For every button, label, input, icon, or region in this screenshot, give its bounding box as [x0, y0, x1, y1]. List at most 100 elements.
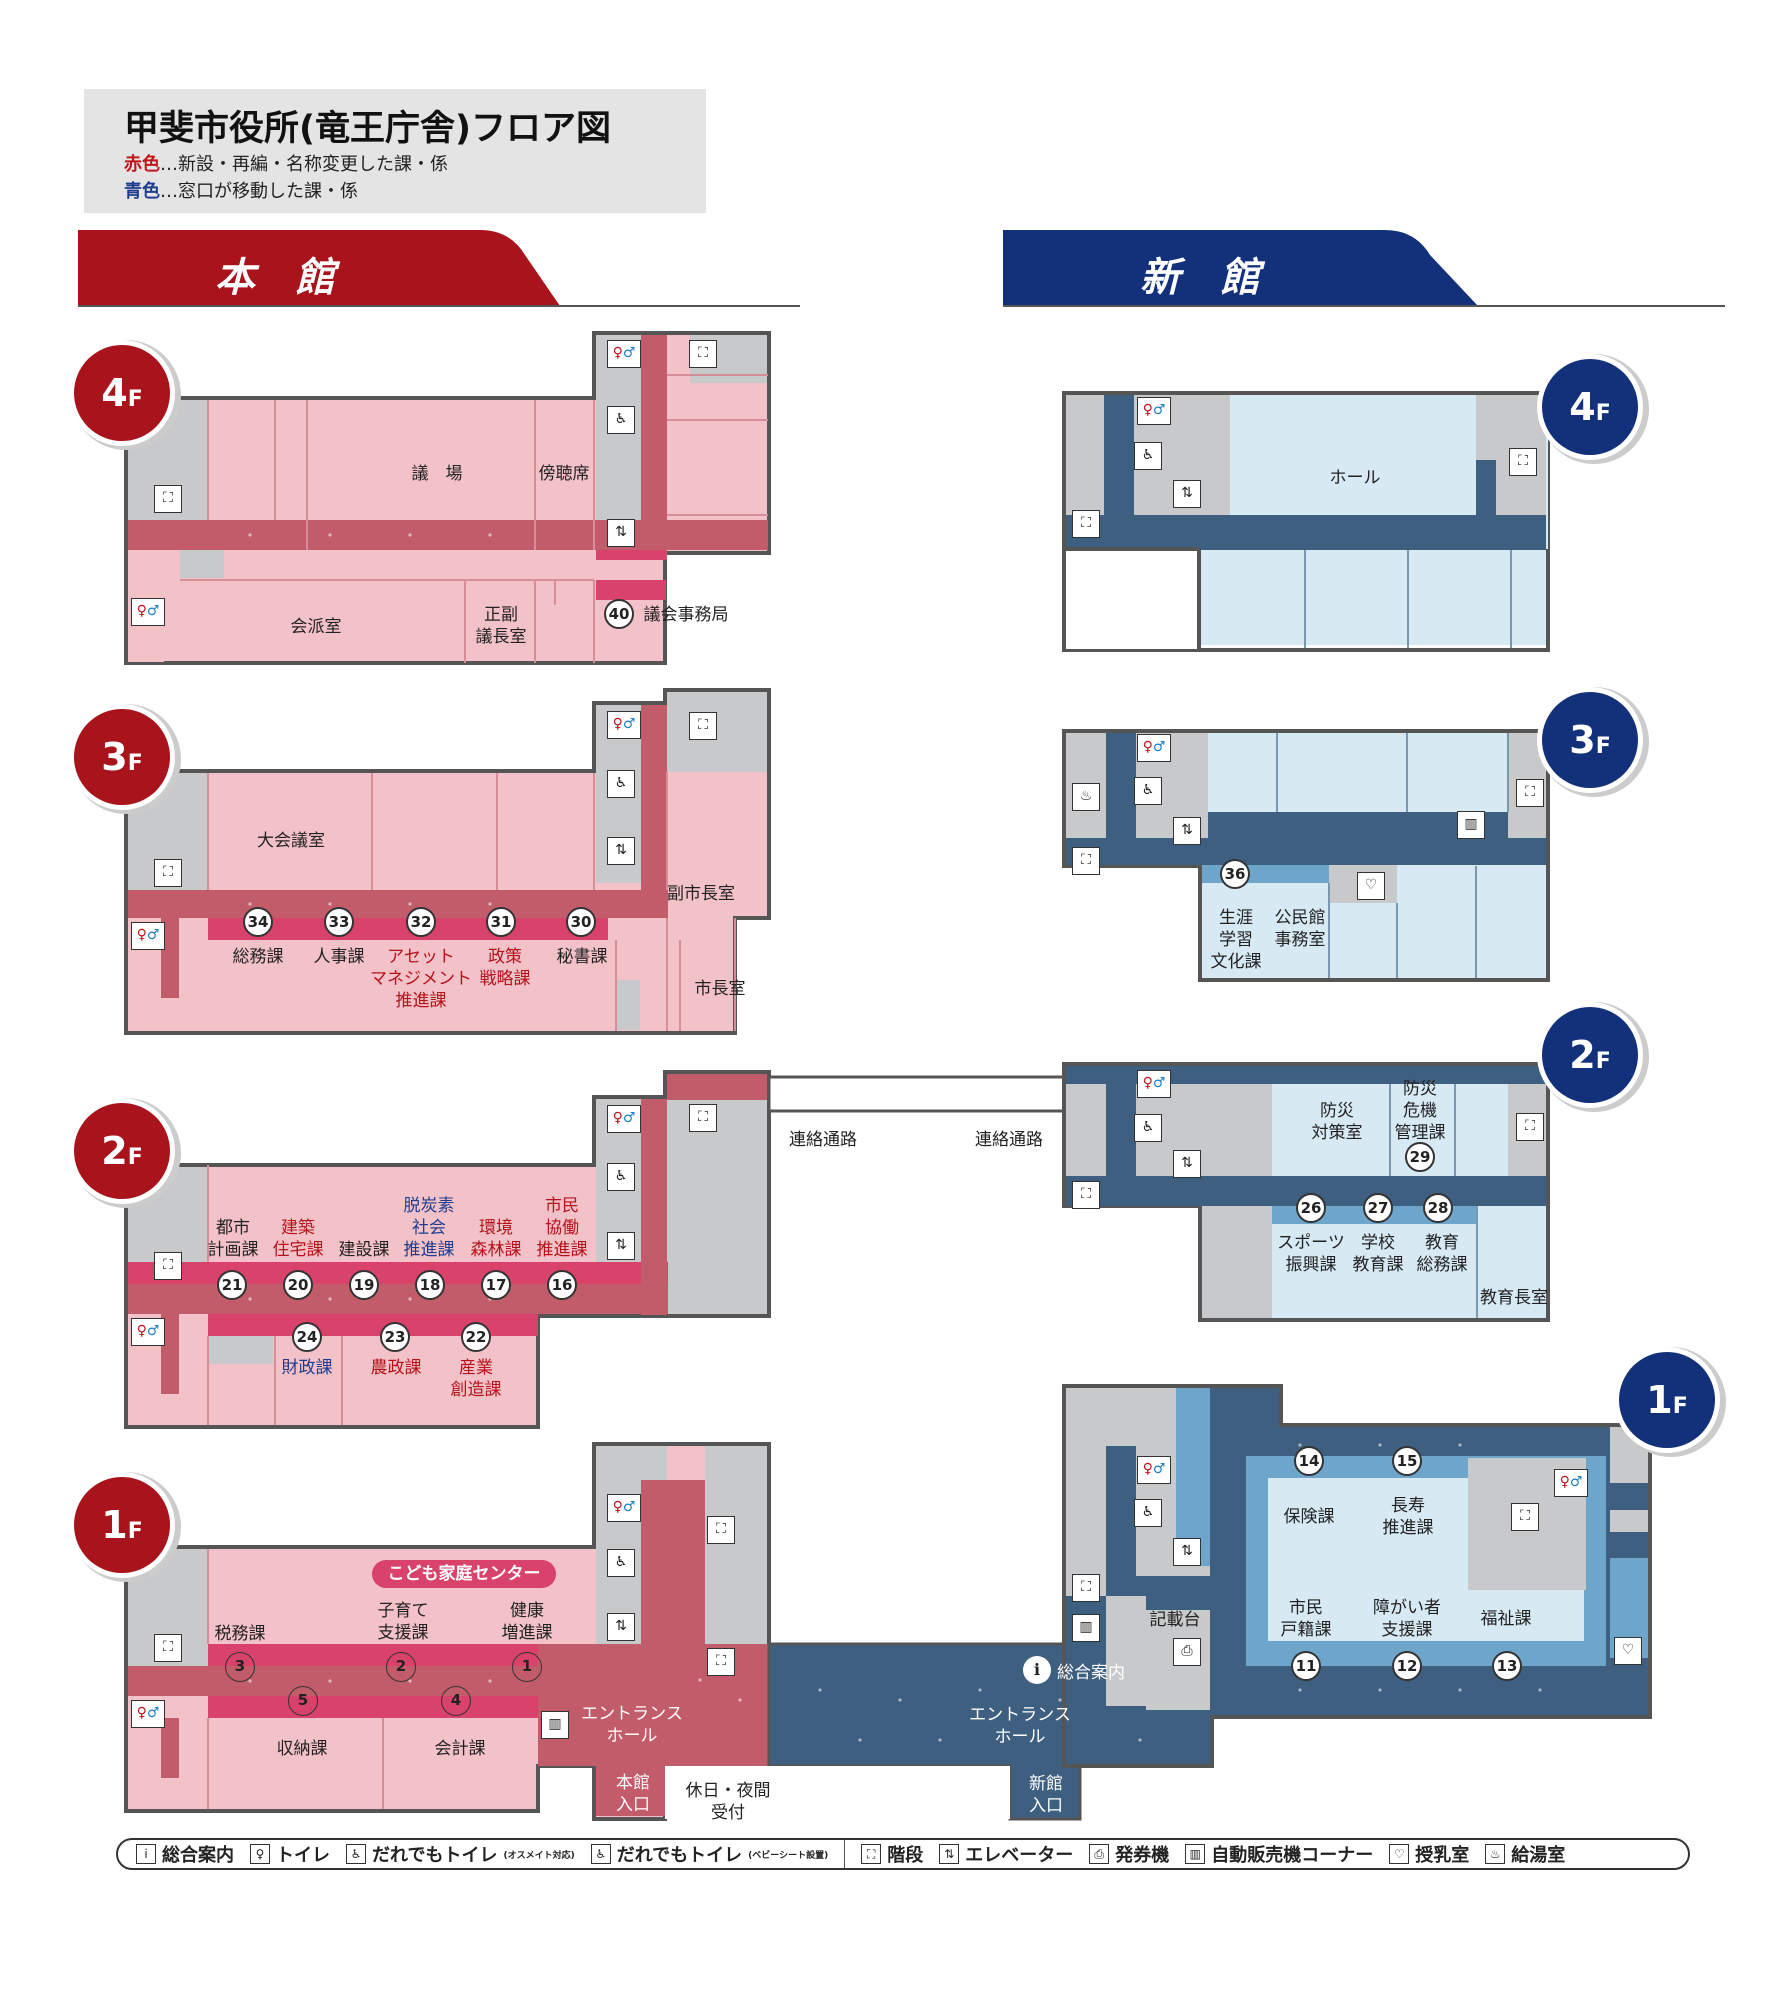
dept-kenchiku-jutaku: 建築 住宅課 — [272, 1218, 324, 1260]
counter-12: 12 — [1392, 1651, 1422, 1681]
ticket-machine-icon: ⎙ — [1089, 1844, 1110, 1864]
main-entrance-hall: エントランス ホール — [581, 1704, 683, 1746]
counter-3: 3 — [225, 1652, 255, 1682]
legend-nursing-label: 授乳室 — [1415, 1845, 1470, 1866]
kisaidai-writing-desk: 記載台 — [1149, 1610, 1201, 1630]
legend-ostomate-note: (オスメイト対応) — [503, 1850, 575, 1861]
corridor-dots — [248, 533, 1542, 1742]
legend-baby: ♿だれでもトイレ (ベビーシート設置) — [590, 1841, 829, 1867]
stairs-icon: ⛶ — [1516, 1113, 1544, 1141]
red-key: 赤色 — [124, 154, 160, 175]
toilet-icon: ♀♂ — [1137, 1456, 1171, 1484]
stairs-icon: ⛶ — [154, 1634, 182, 1662]
room-gijo: 議 場 — [411, 464, 463, 484]
elevator-icon: ⇅ — [1173, 817, 1201, 845]
legend-elevator: ⇅エレベーター — [939, 1841, 1073, 1867]
counter-16: 16 — [547, 1270, 577, 1300]
dept-kensetsu: 建設課 — [338, 1240, 390, 1260]
counter-33: 33 — [324, 907, 354, 937]
legend-toilet-label: トイレ — [276, 1845, 330, 1866]
dept-bosai-kiki: 防災 危機 管理課 — [1394, 1079, 1446, 1143]
dept-shuno: 収納課 — [276, 1739, 328, 1759]
toilet-icon: ♀♂ — [607, 1105, 641, 1133]
counter-26: 26 — [1296, 1193, 1326, 1223]
main-1f-badge: 1F — [74, 1477, 170, 1573]
legend-nursing: ♡授乳室 — [1389, 1841, 1469, 1867]
info-desk: i 総合案内 — [1023, 1656, 1125, 1684]
counter-4: 4 — [441, 1686, 471, 1716]
vending-machine-icon: ▥ — [541, 1711, 569, 1739]
dept-kankyo-shinrin: 環境 森林課 — [470, 1218, 522, 1260]
legend-ticket: ⎙発券機 — [1089, 1841, 1169, 1867]
blue-desc: …窓口が移動した課・係 — [160, 181, 358, 202]
map-title: 甲斐市役所(竜王庁舎)フロア図 — [124, 109, 611, 149]
stairs-icon: ⛶ — [154, 485, 182, 513]
legend-stairs-label: 階段 — [887, 1845, 924, 1866]
room-kaihashitsu: 会派室 — [290, 617, 342, 637]
baby-sheet-toilet-icon: ♿ — [590, 1844, 611, 1864]
legend-baby-label: だれでもトイレ — [616, 1845, 743, 1866]
dept-datsutanso: 脱炭素 社会 推進課 — [403, 1196, 455, 1260]
legend-hotwater: ♨給湯室 — [1485, 1841, 1565, 1867]
room-hall: ホール — [1329, 468, 1381, 488]
nursing-room-icon: ♡ — [1389, 1844, 1410, 1864]
counter-15: 15 — [1392, 1446, 1422, 1476]
dept-nosei: 農政課 — [370, 1358, 422, 1378]
counter-11: 11 — [1291, 1651, 1321, 1681]
counter-5: 5 — [288, 1686, 318, 1716]
stairs-icon: ⛶ — [154, 1252, 182, 1280]
new-3f-badge: 3F — [1542, 692, 1638, 788]
counter-22: 22 — [461, 1322, 491, 1352]
main-1f-plan — [124, 1442, 1214, 1821]
dept-choju-suishin: 長寿 推進課 — [1382, 1496, 1434, 1538]
new-entry: 新館 入口 — [1029, 1774, 1063, 1816]
nursing-room-icon: ♡ — [1614, 1637, 1642, 1665]
counter-14: 14 — [1294, 1446, 1324, 1476]
counter-13: 13 — [1492, 1651, 1522, 1681]
legend-baby-note: (ベビーシート設置) — [748, 1850, 829, 1861]
toilet-icon: ♀♂ — [1137, 734, 1171, 762]
counter-36: 36 — [1220, 859, 1250, 889]
accessible-toilet-icon: ♿ — [1134, 442, 1162, 470]
dept-somu: 総務課 — [232, 947, 284, 967]
dept-sports-shinko: スポーツ 振興課 — [1277, 1233, 1345, 1275]
dept-zeimu: 税務課 — [214, 1624, 266, 1644]
dept-seisaku-senryaku: 政策 戦略課 — [479, 947, 531, 989]
legend-info: i 総合案内 — [136, 1841, 234, 1867]
info-icon: i — [1023, 1656, 1051, 1684]
counter-21: 21 — [217, 1270, 247, 1300]
legend-vending: ▥自動販売機コーナー — [1185, 1841, 1373, 1867]
toilet-icon: ♀♂ — [131, 1318, 165, 1346]
counter-28: 28 — [1423, 1193, 1453, 1223]
legend-toilet: ♀トイレ — [250, 1841, 330, 1867]
stairs-icon: ⛶ — [1511, 1503, 1539, 1531]
stairs-icon: ⛶ — [707, 1648, 735, 1676]
kodomo-katei-center-tag: こども家庭センター — [372, 1560, 556, 1588]
info-icon: i — [136, 1844, 156, 1864]
hot-water-room-icon: ♨ — [1072, 783, 1100, 811]
counter-40: 40 — [604, 599, 634, 629]
dept-shogaisha-shien: 障がい者 支援課 — [1373, 1598, 1441, 1640]
toilet-icon: ♀♂ — [1137, 1070, 1171, 1098]
counter-23: 23 — [380, 1322, 410, 1352]
dept-gakko-kyoiku: 学校 教育課 — [1352, 1233, 1404, 1275]
toilet-icon: ♀♂ — [131, 598, 165, 626]
dept-kenko-zoshin: 健康 増進課 — [501, 1601, 553, 1643]
new-entrance-hall: エントランス ホール — [969, 1705, 1071, 1747]
nursing-room-icon: ♡ — [1357, 872, 1385, 900]
toilet-icon: ♀♂ — [131, 1700, 165, 1728]
stairs-icon: ⛶ — [861, 1844, 882, 1864]
legend-red-line: 赤色…新設・再編・名称変更した課・係 — [124, 150, 448, 176]
dept-gikai-jimukyoku: 議会事務局 — [643, 605, 729, 625]
toilet-icon: ♀♂ — [607, 340, 641, 368]
vending-machine-icon: ▥ — [1457, 811, 1485, 839]
icon-legend: i 総合案内 ♀トイレ ♿だれでもトイレ (オスメイト対応) ♿だれでもトイレ (ベビ… — [116, 1838, 1690, 1870]
accessible-toilet-icon: ♿ — [1134, 1114, 1162, 1142]
elevator-icon: ⇅ — [1173, 1538, 1201, 1566]
dept-shogai-gakushu: 生涯 学習 文化課 — [1210, 908, 1262, 972]
legend-info-label: 総合案内 — [162, 1845, 234, 1866]
counter-17: 17 — [481, 1270, 511, 1300]
counter-30: 30 — [566, 907, 596, 937]
elevator-icon: ⇅ — [607, 1232, 635, 1260]
